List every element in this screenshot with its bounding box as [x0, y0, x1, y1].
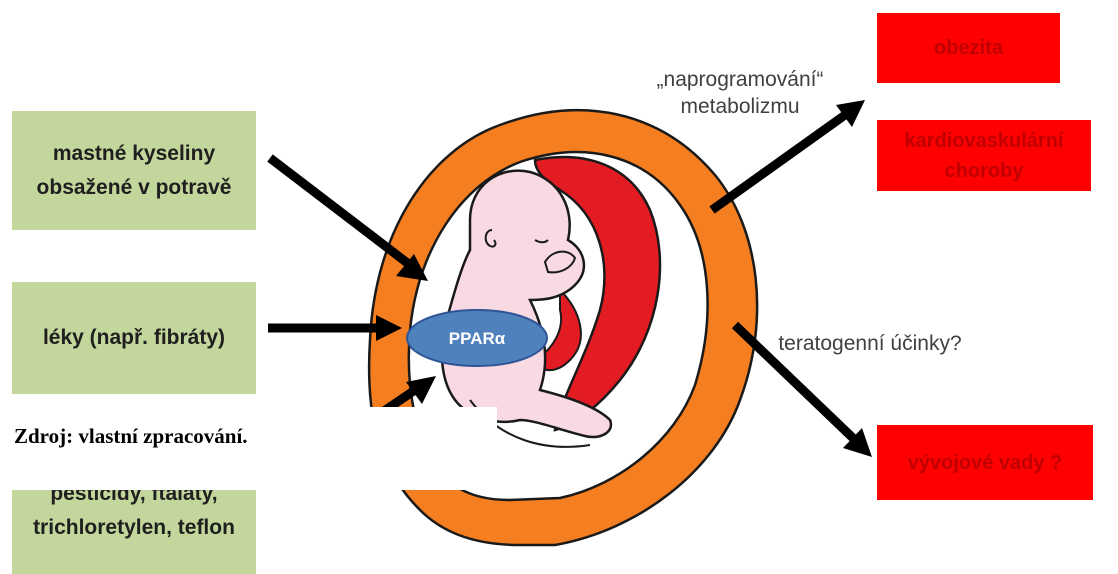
label-metabolic: „naprogramování“ metabolizmu	[600, 66, 880, 120]
outcome-malformations-text: vývojové vady ?	[908, 448, 1063, 478]
outcome-box-cardiovascular: kardiovaskulární choroby	[877, 120, 1091, 191]
input-drugs-text: léky (např. fibráty)	[43, 321, 225, 355]
input-box-fatty-acids: mastné kyseliny obsažené v potravě	[12, 111, 256, 230]
outcome-box-obesity: obezita	[877, 13, 1060, 83]
ppar-label: PPARα	[449, 329, 506, 348]
outcome-cardiovascular-text: kardiovaskulární choroby	[883, 126, 1085, 186]
source-caption: Zdroj: vlastní zpracování.	[14, 424, 248, 449]
label-teratogenic: teratogenní účinky?	[775, 330, 965, 357]
outcome-obesity-text: obezita	[934, 33, 1003, 63]
arrow-drugs	[268, 315, 402, 341]
input-fatty-acids-text: mastné kyseliny obsažené v potravě	[30, 137, 238, 205]
outcome-box-malformations: vývojové vady ?	[877, 425, 1093, 500]
input-box-drugs: léky (např. fibráty)	[12, 282, 256, 394]
